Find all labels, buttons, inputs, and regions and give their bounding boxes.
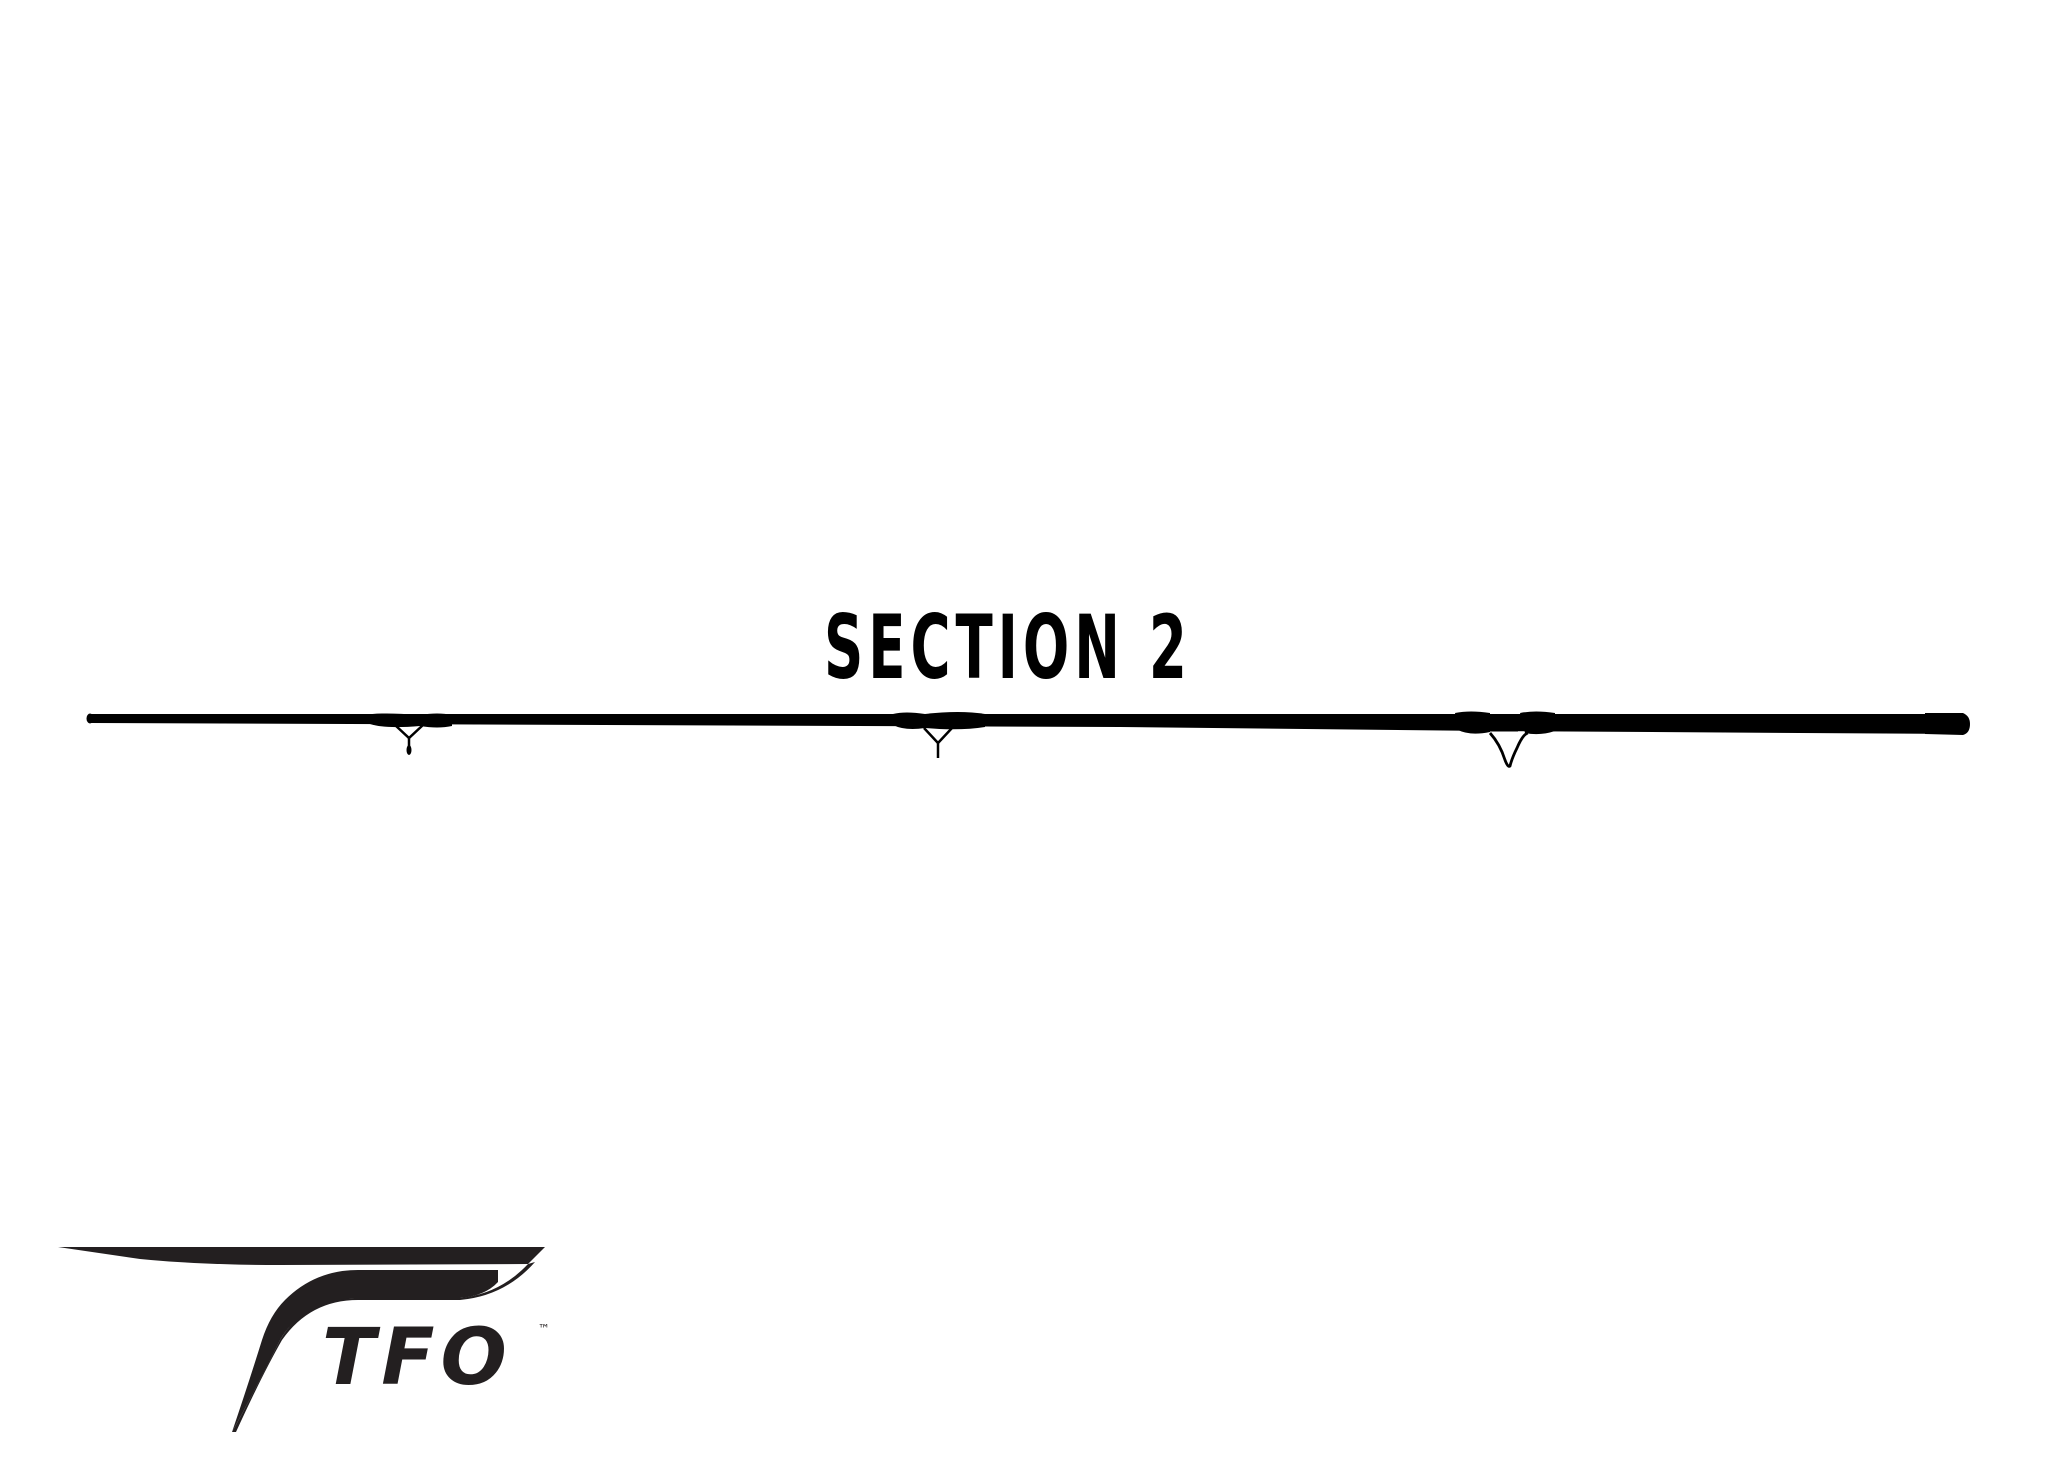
guide-wrap xyxy=(1455,711,1490,734)
guide-wrap xyxy=(893,712,925,729)
rod-section-drawing xyxy=(86,711,1970,768)
trademark-symbol: ™ xyxy=(538,1322,550,1336)
tfo-logo-text: TFO xyxy=(322,1313,513,1403)
tfo-logo-swoosh xyxy=(58,1247,545,1432)
guide-wrap xyxy=(925,712,985,730)
small-snake-guide-icon xyxy=(923,727,953,758)
large-snake-guide-icon xyxy=(1488,728,1529,768)
rod-tip-end xyxy=(86,713,94,724)
guide-wrap xyxy=(365,713,420,728)
guide-wrap xyxy=(420,713,452,728)
section-title: SECTION 2 xyxy=(824,596,1192,699)
rod-butt-end xyxy=(1925,713,1970,735)
guide-wrap xyxy=(1520,711,1555,735)
small-snake-guide-icon xyxy=(394,724,424,755)
